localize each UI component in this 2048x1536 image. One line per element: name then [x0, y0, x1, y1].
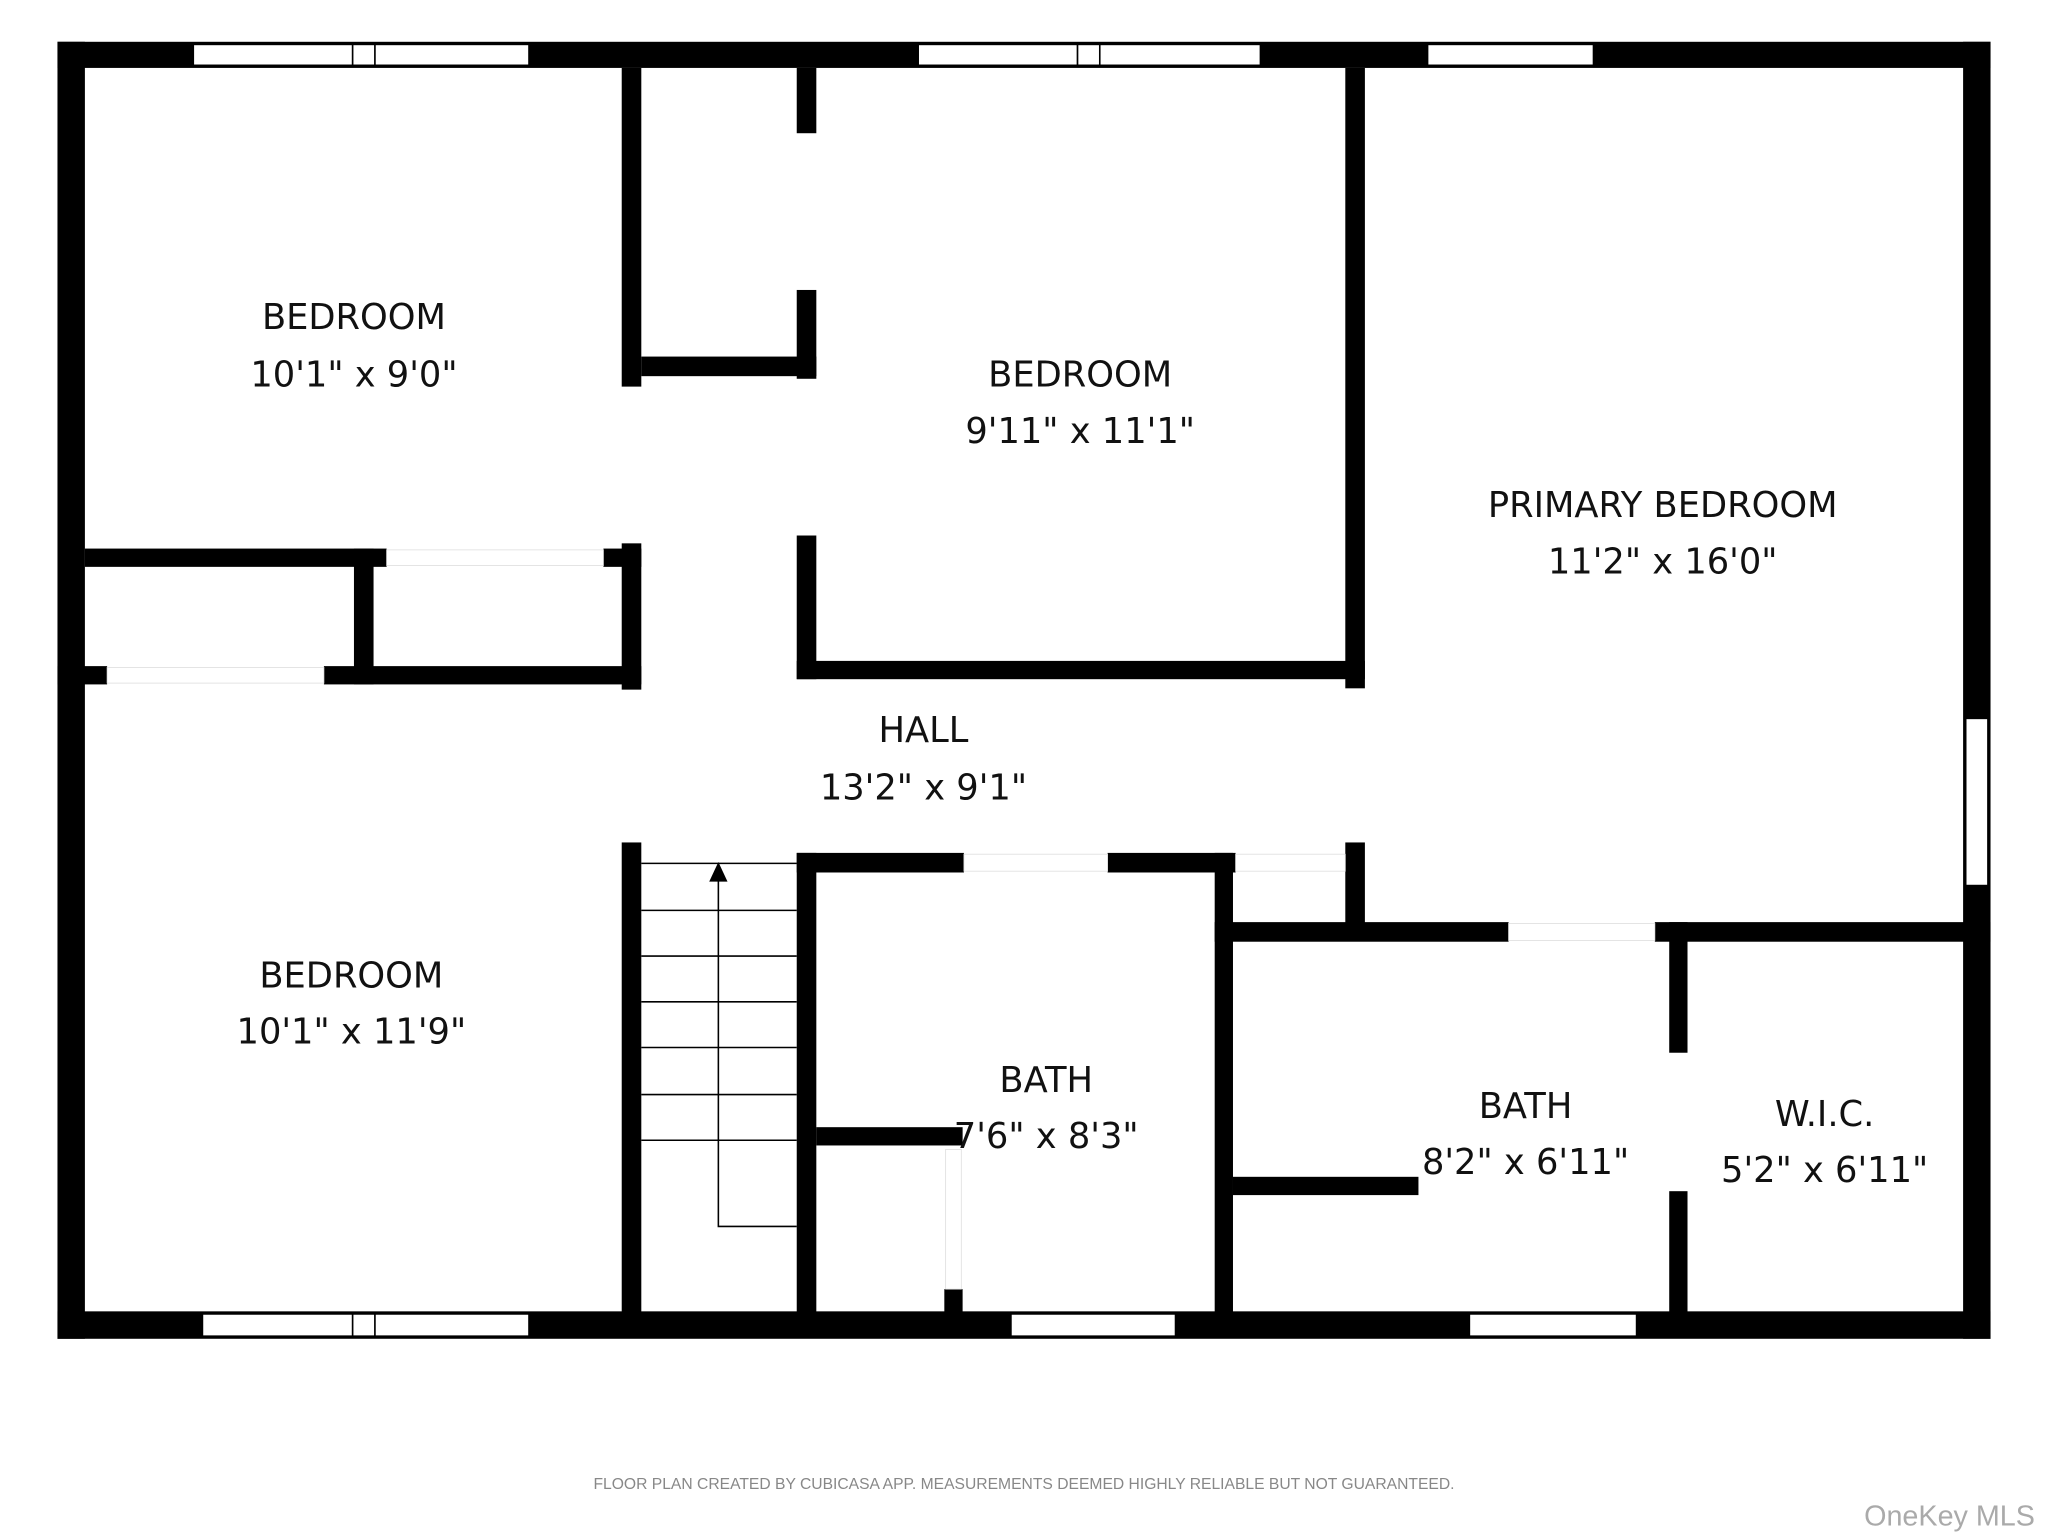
footer-disclaimer: FLOOR PLAN CREATED BY CUBICASA APP. MEAS… [593, 1476, 1454, 1493]
stair-arrow-icon [709, 862, 728, 882]
windows [192, 43, 1989, 1337]
room-size: 7'6" x 8'3" [954, 1116, 1139, 1157]
room-name: BEDROOM [262, 297, 446, 338]
room-name: BEDROOM [988, 355, 1172, 396]
room-size: 9'11" x 11'1" [965, 411, 1195, 452]
room-size: 5'2" x 6'11" [1721, 1150, 1928, 1191]
watermark: OneKey MLS [1864, 1501, 2035, 1533]
room-name: PRIMARY BEDROOM [1488, 485, 1838, 526]
room-name: BATH [999, 1060, 1093, 1101]
room-size: 13'2" x 9'1" [820, 767, 1027, 808]
stairs [641, 862, 797, 1228]
room-name: BEDROOM [259, 955, 443, 996]
room-size: 11'2" x 16'0" [1548, 541, 1778, 582]
room-name: BATH [1479, 1086, 1573, 1127]
door-openings [106, 549, 1656, 1290]
room-name: HALL [878, 710, 968, 751]
walls [57, 41, 1991, 1339]
room-size: 10'1" x 9'0" [250, 355, 457, 396]
room-size: 10'1" x 11'9" [237, 1012, 467, 1053]
room-labels: BEDROOM 10'1" x 9'0" BEDROOM 9'11" x 11'… [237, 297, 1929, 1191]
room-size: 8'2" x 6'11" [1422, 1142, 1629, 1183]
room-name: W.I.C. [1775, 1094, 1874, 1135]
